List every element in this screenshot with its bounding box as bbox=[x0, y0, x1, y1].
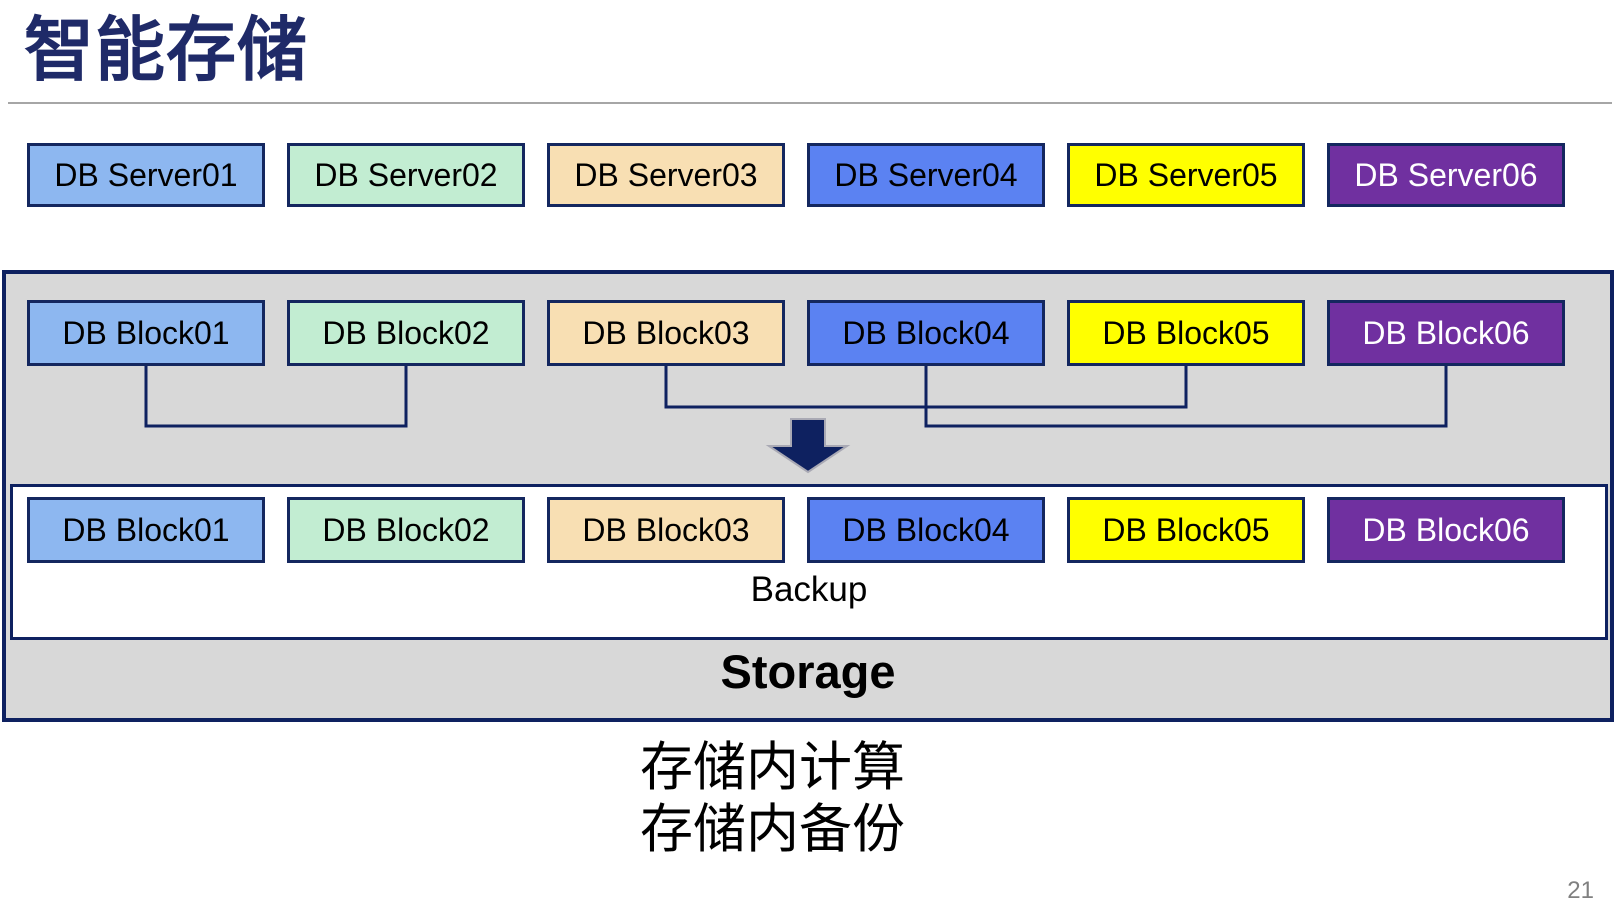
db-block-top-box-03: DB Block03 bbox=[547, 300, 785, 366]
title-divider bbox=[8, 102, 1612, 104]
db-block-row-bottom: DB Block01 DB Block02 DB Block03 DB Block04… bbox=[27, 497, 1565, 563]
db-block-top-box-05: DB Block05 bbox=[1067, 300, 1305, 366]
db-server-box-06: DB Server06 bbox=[1327, 143, 1565, 207]
page-number: 21 bbox=[1567, 877, 1594, 904]
caption-line-2: 存储内备份 bbox=[640, 800, 905, 859]
db-server-box-01: DB Server01 bbox=[27, 143, 265, 207]
db-block-bottom-box-03: DB Block03 bbox=[547, 497, 785, 563]
db-block-top-box-02: DB Block02 bbox=[287, 300, 525, 366]
db-block-row-top: DB Block01 DB Block02 DB Block03 DB Block04… bbox=[27, 300, 1565, 366]
db-server-box-03: DB Server03 bbox=[547, 143, 785, 207]
db-block-bottom-box-06: DB Block06 bbox=[1327, 497, 1565, 563]
bottom-caption: 存储内计算 存储内备份 bbox=[640, 737, 905, 861]
db-server-box-02: DB Server02 bbox=[287, 143, 525, 207]
page-title: 智能存储 bbox=[24, 11, 308, 89]
db-block-bottom-box-04: DB Block04 bbox=[807, 497, 1045, 563]
storage-label: Storage bbox=[720, 645, 896, 698]
db-server-box-04: DB Server04 bbox=[807, 143, 1045, 207]
db-block-top-box-01: DB Block01 bbox=[27, 300, 265, 366]
db-block-bottom-box-05: DB Block05 bbox=[1067, 497, 1305, 563]
db-block-bottom-box-01: DB Block01 bbox=[27, 497, 265, 563]
db-block-top-box-04: DB Block04 bbox=[807, 300, 1045, 366]
caption-line-1: 存储内计算 bbox=[640, 738, 905, 797]
db-block-top-box-06: DB Block06 bbox=[1327, 300, 1565, 366]
db-block-bottom-box-02: DB Block02 bbox=[287, 497, 525, 563]
db-server-row: DB Server01 DB Server02 DB Server03 DB Serv… bbox=[27, 143, 1565, 207]
backup-label: Backup bbox=[750, 570, 868, 609]
db-server-box-05: DB Server05 bbox=[1067, 143, 1305, 207]
